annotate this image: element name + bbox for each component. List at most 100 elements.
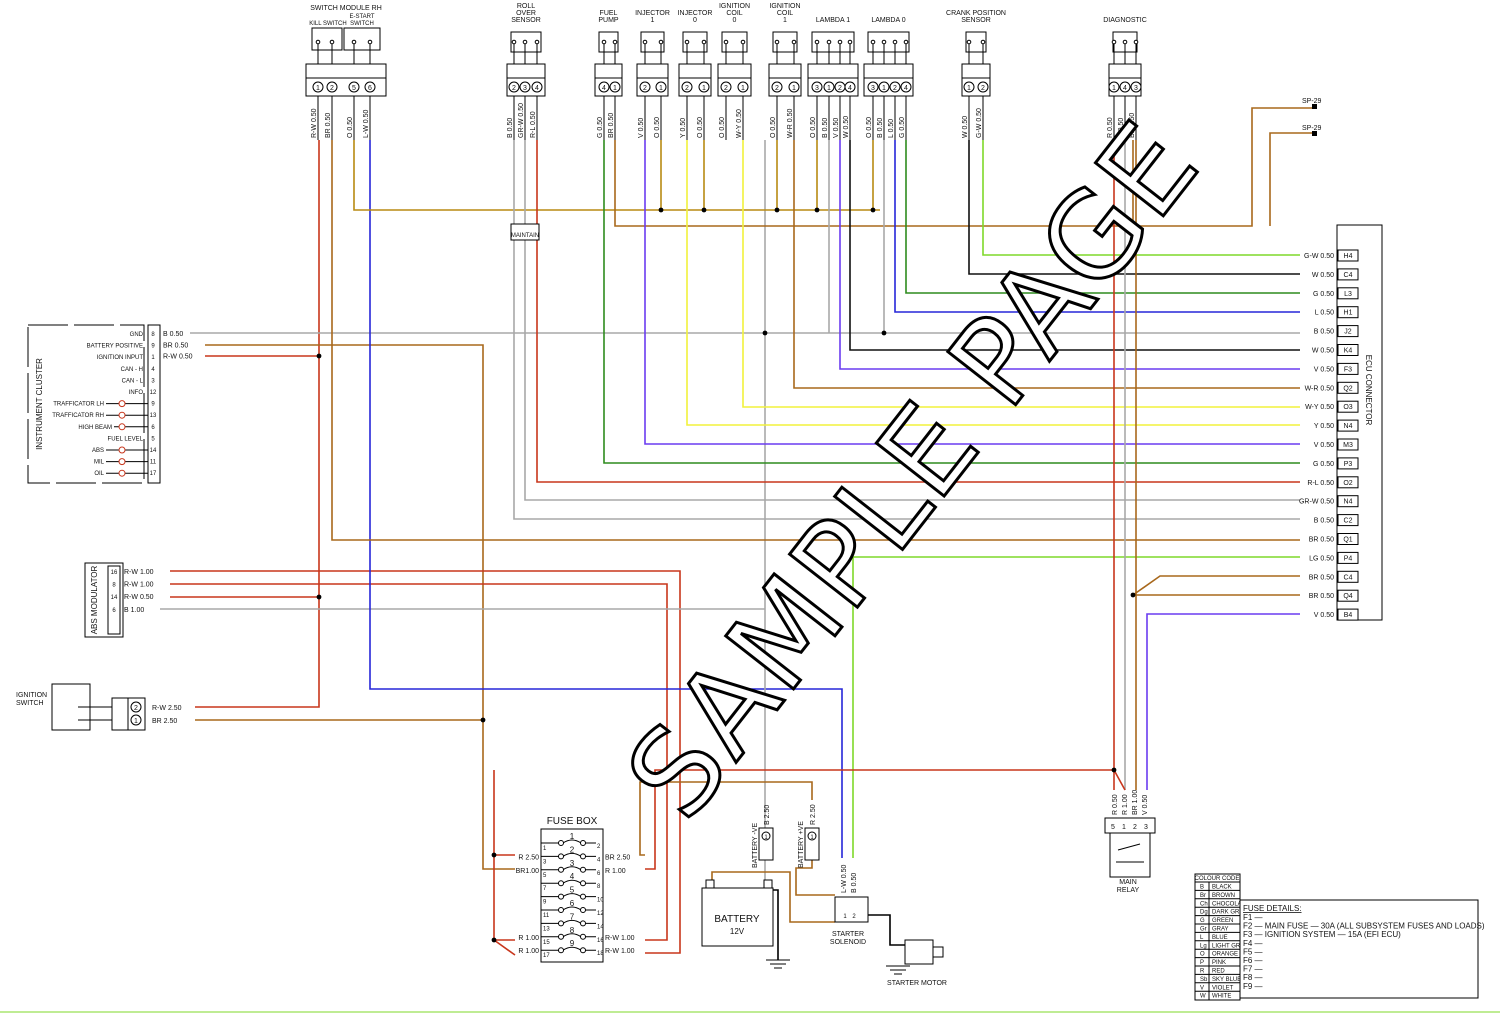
wire-label: W 0.50 (843, 116, 850, 138)
legend-code: Dg (1200, 910, 1208, 916)
terminal (1111, 39, 1117, 45)
wire-label: G 0.50 (597, 117, 604, 138)
ecu-pin-code: N4 (1344, 499, 1353, 506)
sample-page-watermark: SAMPLE PAGE (600, 97, 1225, 843)
wire (849, 140, 1300, 351)
cluster-pin: 1 (151, 355, 155, 361)
legend-table (1194, 873, 1241, 1001)
cluster-pin: 13 (150, 413, 157, 419)
cluster-row-label: TRAFFICATOR RH (52, 413, 104, 419)
sub-label: SWITCH (350, 21, 374, 27)
solenoid-pin: 2 (852, 914, 856, 920)
start-switch-l-w-wire (369, 140, 843, 858)
pin-number: 6 (368, 85, 372, 92)
terminal (684, 39, 690, 45)
ecu-pin-box (1337, 400, 1359, 413)
relay-body (1109, 832, 1151, 878)
cluster-row-label: BATTERY POSITIVE (87, 344, 143, 350)
fuse-wire-label: R 1.00 (518, 935, 539, 942)
connector-title: SWITCH MODULE RH (310, 5, 382, 12)
legend-code: Br (1200, 893, 1206, 899)
motor-shaft (932, 946, 944, 958)
solenoid-body (834, 896, 869, 923)
fuse-pin: 17 (543, 953, 550, 959)
connector-title: IGNITION (719, 3, 750, 10)
pin-circle (1119, 81, 1131, 93)
terminal (601, 39, 607, 45)
wire-label: B 0.50 (822, 118, 829, 138)
legend-name: RED (1212, 969, 1225, 975)
terminal (723, 39, 729, 45)
terminal (881, 39, 887, 45)
kill-switch-box (311, 27, 343, 51)
fuse-terminal (558, 866, 564, 873)
cluster-wire-label: R-W 0.50 (163, 354, 193, 361)
wire-label: O 0.50 (697, 117, 704, 138)
splice-dot (491, 937, 497, 943)
fuse-detail-line: F9 — (1243, 982, 1263, 991)
abs-16-wire (170, 570, 681, 954)
ecu-pin-box (1337, 287, 1359, 300)
cluster-row-label: MIL (94, 460, 105, 466)
ecu-wire-label: BR 0.50 (1309, 574, 1334, 581)
fuse-pin: 14 (597, 924, 604, 930)
cluster-pin: 17 (150, 471, 157, 477)
starter-motor-icon: STARTER MOTOR (887, 939, 947, 987)
br-q1-wire (331, 140, 1300, 541)
ecu-pin-code: N4 (1344, 423, 1353, 430)
pin-number: 1 (810, 835, 814, 841)
terminal (966, 39, 972, 45)
pin-number: 1 (741, 85, 745, 92)
terminal (791, 39, 797, 45)
legend-name: SKY BLUE (1212, 977, 1241, 983)
start-switch-box (343, 27, 381, 51)
connector-title: 1 (783, 17, 787, 24)
pin-number: 2 (643, 85, 647, 92)
legend-code: L (1200, 935, 1204, 941)
abs-pin-strip (107, 565, 121, 635)
pin-circle (761, 831, 771, 841)
splice-dot (491, 852, 497, 858)
motor-wire (868, 914, 905, 946)
ignition-r-w-wire (195, 140, 320, 708)
relay-switch-icon (1116, 843, 1144, 863)
cluster-row-label: OIL (94, 471, 104, 477)
terminal (774, 39, 780, 45)
fuse-pin: 18 (597, 951, 604, 957)
sub-label: KILL SWITCH (309, 21, 346, 27)
terminal (980, 39, 986, 45)
ecu-wire-label: W 0.50 (1312, 272, 1334, 279)
relay-pin: 1 (1122, 824, 1126, 831)
battery-neg-wire-label: B 2.50 (764, 805, 771, 825)
wire-label: O 0.50 (347, 117, 354, 138)
legend-name: BROWN (1212, 893, 1235, 899)
fuse-number: 4 (570, 872, 575, 881)
fuse-terminal (558, 920, 564, 927)
wire-label: L 0.50 (888, 119, 895, 138)
ecu-pin-box (1337, 608, 1359, 621)
terminal (837, 39, 843, 45)
pin-circle (878, 81, 890, 93)
relay-label: MAIN (1119, 879, 1137, 886)
fuse-pin: 8 (597, 884, 601, 890)
legend-name: GREEN (1212, 918, 1233, 924)
pin-number: 3 (1134, 85, 1138, 92)
terminal (522, 39, 528, 45)
relay-wire-label: V 0.50 (1142, 795, 1149, 815)
fuse-terminal (580, 866, 586, 873)
pin-number: 1 (792, 85, 796, 92)
ecu-wire-label: B 0.50 (1314, 518, 1334, 525)
terminal (612, 39, 618, 45)
legend-code: G (1200, 918, 1205, 924)
ecu-pin-code: H4 (1344, 253, 1353, 260)
solenoid-pin: 1 (843, 914, 847, 920)
legend-name: GRAY (1212, 927, 1229, 933)
splice-dot (774, 207, 780, 213)
ecu-wire-label: BR 0.50 (1309, 537, 1334, 544)
indicator-lamp-icon (118, 469, 126, 477)
legend-name: BLUE (1212, 935, 1228, 941)
